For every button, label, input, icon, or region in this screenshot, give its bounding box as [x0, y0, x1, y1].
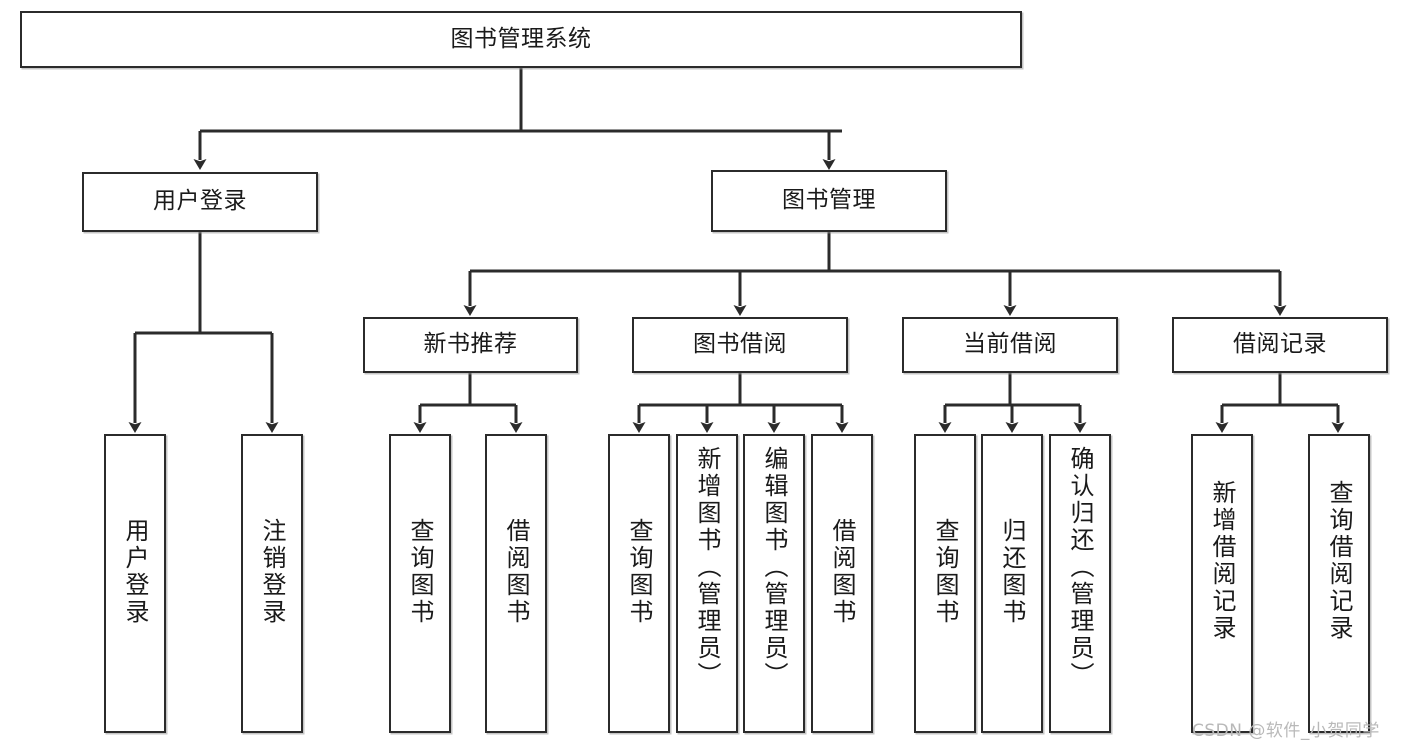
node-leaf-br-query-record[interactable]: 查询借阅记录 [1308, 434, 1370, 733]
node-user-login[interactable]: 用户登录 [82, 172, 318, 232]
node-root[interactable]: 图书管理系统 [20, 11, 1022, 68]
node-leaf-rec-query-book-label: 查询图书 [406, 518, 434, 626]
node-leaf-cb-query-book[interactable]: 查询图书 [914, 434, 976, 733]
node-leaf-cb-return-book-label: 归还图书 [998, 518, 1026, 626]
csdn-watermark: CSDN @软件_小贺同学 [1192, 721, 1380, 741]
node-leaf-user-login[interactable]: 用户登录 [104, 434, 166, 733]
node-leaf-bb-edit-book-label: 编辑图书（管理员） [760, 446, 788, 689]
node-leaf-bb-add-book-label: 新增图书（管理员） [693, 446, 721, 689]
node-new-book-rec[interactable]: 新书推荐 [363, 317, 578, 373]
node-leaf-cb-return-book[interactable]: 归还图书 [981, 434, 1043, 733]
node-borrow-record[interactable]: 借阅记录 [1172, 317, 1388, 373]
node-leaf-cb-query-book-label: 查询图书 [931, 518, 959, 626]
node-leaf-cb-confirm-return[interactable]: 确认归还（管理员） [1049, 434, 1111, 733]
node-leaf-cb-confirm-return-label: 确认归还（管理员） [1066, 446, 1094, 689]
node-leaf-bb-query-book[interactable]: 查询图书 [608, 434, 670, 733]
node-book-borrow[interactable]: 图书借阅 [632, 317, 848, 373]
node-book-manage[interactable]: 图书管理 [711, 170, 947, 232]
node-leaf-br-add-record[interactable]: 新增借阅记录 [1191, 434, 1253, 733]
node-leaf-bb-borrow-book[interactable]: 借阅图书 [811, 434, 873, 733]
node-book-manage-label: 图书管理 [782, 187, 876, 214]
node-new-book-rec-label: 新书推荐 [423, 331, 518, 358]
node-leaf-rec-query-book[interactable]: 查询图书 [389, 434, 451, 733]
node-leaf-bb-edit-book[interactable]: 编辑图书（管理员） [743, 434, 805, 733]
node-leaf-bb-add-book[interactable]: 新增图书（管理员） [676, 434, 738, 733]
node-user-login-label: 用户登录 [153, 188, 247, 215]
node-leaf-user-login-label: 用户登录 [121, 518, 149, 626]
node-leaf-rec-borrow-book-label: 借阅图书 [502, 518, 530, 626]
node-book-borrow-label: 图书借阅 [693, 331, 787, 358]
node-borrow-record-label: 借阅记录 [1233, 331, 1327, 358]
node-root-label: 图书管理系统 [450, 25, 592, 52]
node-leaf-user-logout-label: 注销登录 [258, 518, 286, 626]
node-current-borrow[interactable]: 当前借阅 [902, 317, 1118, 373]
node-leaf-br-add-record-label: 新增借阅记录 [1208, 480, 1236, 642]
node-leaf-br-query-record-label: 查询借阅记录 [1325, 480, 1353, 642]
node-current-borrow-label: 当前借阅 [963, 331, 1057, 358]
node-leaf-user-logout[interactable]: 注销登录 [241, 434, 303, 733]
node-leaf-bb-query-book-label: 查询图书 [625, 518, 653, 626]
node-leaf-rec-borrow-book[interactable]: 借阅图书 [485, 434, 547, 733]
node-leaf-bb-borrow-book-label: 借阅图书 [828, 518, 856, 626]
